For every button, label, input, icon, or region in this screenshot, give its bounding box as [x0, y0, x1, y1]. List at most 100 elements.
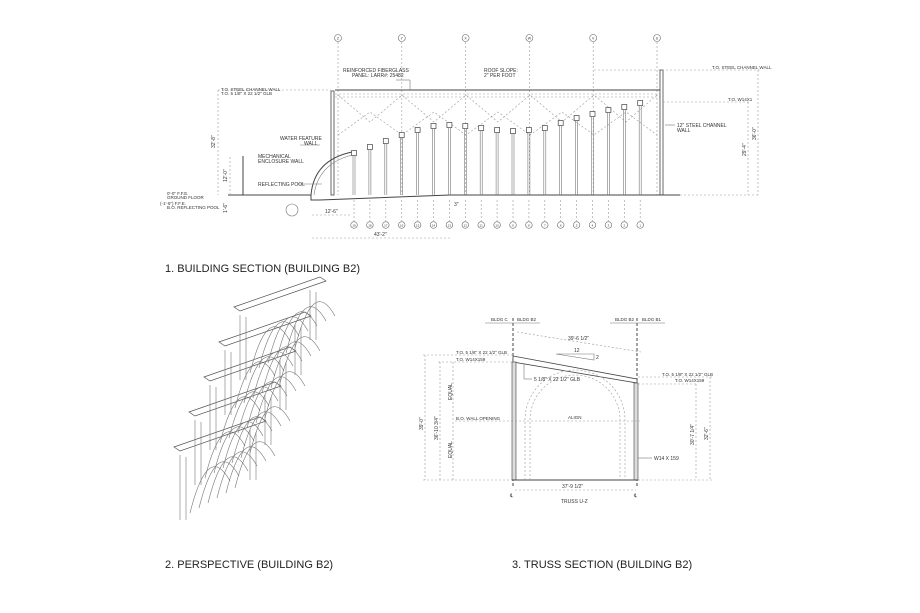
arch-rib	[243, 356, 285, 404]
arch-rib	[285, 306, 327, 354]
label-bldg-c: BLDG C	[491, 317, 509, 322]
steel-channel-wall	[659, 69, 664, 196]
label-water-feature: WATER FEATURE	[280, 136, 323, 142]
elev-truss-right-2: T.O. W14X159	[675, 378, 705, 383]
grid-bubble-label: 3	[608, 223, 610, 227]
grid-bubble	[509, 221, 517, 229]
label-roof-slope: ROOF SLOPE:	[484, 68, 518, 74]
columns	[351, 100, 644, 195]
grid-bubble-label: 14	[432, 223, 436, 227]
arch-rib	[261, 346, 303, 394]
grid-bubble	[398, 221, 406, 229]
label-roof-slope-2: 2" PER FOOT	[484, 73, 516, 79]
dim-label-right-outer: 36'-0"	[752, 127, 758, 140]
arch-rib	[231, 416, 273, 464]
grid-bubble	[604, 221, 613, 229]
grid-bubble-label: X	[464, 37, 467, 41]
grid-bubble-label: 2	[623, 223, 625, 227]
grid-bubble-label: 4	[592, 223, 594, 227]
grid-bubble	[397, 34, 406, 42]
left-wall	[330, 90, 335, 196]
column-cap	[430, 123, 437, 129]
arch-rib	[234, 441, 276, 489]
column-cap	[462, 123, 469, 129]
label-water-feature-2: WALL	[304, 141, 318, 147]
frame-bay	[173, 416, 276, 520]
grid-bubble	[414, 221, 422, 229]
dim-label-right-inner: 30'-7 1/4"	[690, 424, 696, 445]
grid-bubble-label: 13	[448, 223, 452, 227]
grid-bubble-label: 7	[544, 223, 546, 227]
slope-run: 12	[574, 348, 580, 354]
column-cap	[494, 127, 500, 133]
elev-right-2: T.O. W14X1	[728, 97, 753, 102]
section-marker	[285, 203, 299, 217]
arch-rib	[249, 326, 291, 374]
grid-bubble-label: 11	[480, 223, 483, 227]
column-cap	[621, 104, 628, 110]
arch-rib	[222, 421, 264, 469]
frame-posts	[179, 430, 257, 520]
grid-bubble	[588, 221, 597, 229]
label-pool: REFLECTING POOL	[258, 182, 305, 188]
column-right	[633, 382, 639, 481]
grid-bubble	[461, 221, 469, 229]
elev-right-1: T.O. STEEL CHANNEL WALL	[712, 65, 772, 70]
grid-bubble-label: 19	[352, 223, 356, 227]
label-column: W14 X 159	[654, 456, 679, 462]
arch-rib	[264, 371, 306, 419]
grid-bubble	[525, 34, 534, 42]
label-glb: 5 1/8" X 22 1/2" GLB	[534, 377, 581, 383]
arch-rib	[240, 411, 282, 459]
elev-pool-2: B.O. REFLECTING POOL	[167, 205, 220, 210]
dim-label-step: 3"	[454, 202, 459, 208]
section-2-title: 2. PERSPECTIVE (BUILDING B2)	[165, 559, 333, 571]
grid-bubble-label: 5	[576, 223, 578, 227]
arch-rib	[279, 336, 321, 384]
column-cap	[557, 120, 564, 126]
arch-rib	[237, 386, 279, 434]
grid-bubble	[382, 221, 390, 229]
elev-left-1: T.O. STEEL CHANNEL WALL	[221, 87, 281, 92]
slope-triangle	[555, 353, 595, 361]
dim-label-roof-length: 39'-6 1/2"	[568, 336, 589, 342]
frame-beam	[218, 311, 312, 347]
arch-rib	[252, 351, 294, 399]
grid-bubble	[636, 221, 644, 229]
grid-bubble	[461, 34, 470, 42]
perspective-drawing	[173, 276, 336, 520]
arch-inner	[529, 374, 621, 480]
dim-label-right-inner: 29'-4"	[742, 143, 748, 156]
water-feature-wall-inner	[313, 154, 353, 196]
elev-truss-right: T.O. 5 1/8" X 22 1/2" GLB	[662, 372, 713, 377]
grid-bubble	[477, 221, 485, 229]
column-cap	[414, 127, 421, 133]
frame-bay	[203, 346, 306, 450]
arch-rib	[219, 396, 261, 444]
column-cap	[351, 150, 357, 156]
dim-label-pool-width: 12'-6"	[325, 209, 338, 215]
arch-rib	[255, 376, 297, 424]
frame-posts	[194, 395, 272, 485]
grid-bubble	[429, 221, 438, 229]
arch-rib	[213, 426, 255, 474]
grid-bubble-label: 9	[512, 223, 514, 227]
grid-bubble-label: 10	[495, 223, 499, 227]
label-bldg-b2-left: BLDG B2	[517, 317, 537, 322]
elev-ground-2: GROUND FLOOR	[167, 195, 205, 200]
grid-bubble-label: 12	[464, 223, 468, 227]
column-cap	[605, 107, 612, 113]
column-cap	[382, 138, 389, 144]
column-cap	[478, 125, 485, 131]
centerline-right: ℄	[633, 493, 638, 499]
grid-bubble-label: U	[656, 37, 659, 41]
slope-rise: 2	[596, 355, 599, 361]
arch-rib	[258, 321, 300, 369]
label-steel-wall-2: WALL	[677, 128, 691, 134]
elev-ground: 0'-0" F.F.E.	[167, 191, 188, 196]
grid-bubble	[525, 221, 533, 229]
